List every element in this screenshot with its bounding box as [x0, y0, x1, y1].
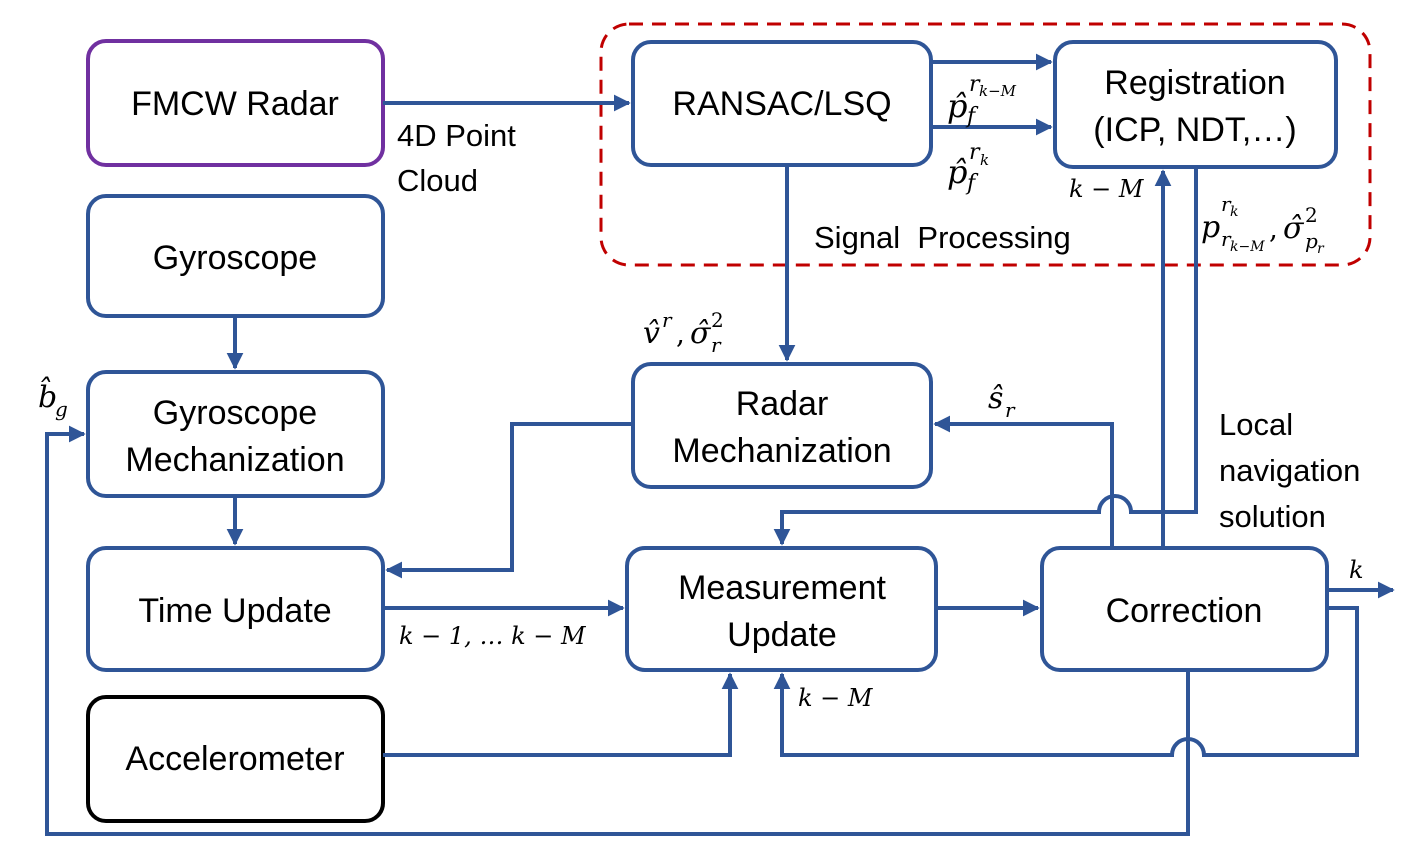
- registration-input-index-label: k − M: [1069, 175, 1145, 203]
- arrow-bias-feedback-to-gyro-mech: [45, 425, 1190, 836]
- meas-index-label: k − M: [798, 684, 874, 712]
- comma-symbol: ,: [1269, 212, 1278, 245]
- k-superscript-sub: k: [1230, 204, 1238, 220]
- ransac-lsq-label: RANSAC/LSQ: [672, 85, 891, 123]
- measurement-update-box: Measurement Update: [625, 546, 938, 672]
- signal-processing-region: [599, 22, 1372, 267]
- registration-label-line2: (ICP, NDT,…): [1093, 111, 1296, 149]
- fmcw-radar-label: FMCW Radar: [131, 85, 339, 123]
- p-symbol: p: [1201, 210, 1220, 245]
- b-hat-symbol: b̂: [38, 376, 57, 415]
- meas-update-label-line2: Update: [727, 616, 837, 654]
- s-subscript: r: [1005, 398, 1016, 422]
- r-subscript: r: [1221, 227, 1232, 251]
- arrow-registration-to-meas-update: [773, 167, 1198, 546]
- f-subscript-2: f: [965, 171, 979, 196]
- p-hat-symbol: p̂: [947, 87, 967, 125]
- arrow-correction-to-radar-mech: [933, 415, 1114, 548]
- p-r-subscript-p: p: [1305, 229, 1318, 253]
- registration-box: Registration (ICP, NDT,…): [1053, 40, 1338, 169]
- gyroscope-mechanization-box: Gyroscope Mechanization: [86, 370, 385, 498]
- squared-symbol-2: 2: [711, 308, 724, 332]
- arrow-radar-mech-to-time-update: [385, 422, 633, 579]
- correction-label: Correction: [1106, 592, 1263, 630]
- squared-symbol: 2: [1305, 203, 1318, 227]
- p-hat-f-r-k-minus-m-label: p̂ f r k−M: [947, 72, 1017, 129]
- r-superscript: r: [969, 72, 981, 97]
- sigma-hat-symbol: σ̂: [1283, 211, 1305, 246]
- accelerometer-label: Accelerometer: [125, 740, 344, 778]
- sigma-hat-symbol-2: σ̂: [690, 316, 712, 351]
- time-update-label: Time Update: [138, 592, 331, 630]
- time-indices-label: k − 1, … k − M: [399, 622, 587, 650]
- output-k-label: k: [1349, 556, 1364, 584]
- local-navigation-label-line2: navigation: [1219, 453, 1360, 488]
- s-hat-symbol: ŝ: [988, 381, 1003, 416]
- registration-output-label: p r k r k−M , σ̂ 2 p r: [1201, 192, 1325, 257]
- gyro-mech-label-line2: Mechanization: [125, 441, 344, 479]
- gyro-bias-label: b̂ g: [38, 376, 68, 421]
- correction-box: Correction: [1040, 546, 1329, 672]
- local-navigation-label-line3: solution: [1219, 499, 1326, 534]
- gyroscope-box: Gyroscope: [86, 194, 385, 318]
- ransac-lsq-box: RANSAC/LSQ: [631, 40, 933, 167]
- sigma-r-subscript: r: [711, 333, 722, 357]
- arrow-accelerometer-to-meas-update: [383, 672, 739, 757]
- radar-mech-label-line1: Radar: [736, 385, 829, 423]
- p-r-subscript-r: r: [1317, 241, 1325, 257]
- radar-mechanization-box: Radar Mechanization: [631, 362, 933, 489]
- local-navigation-label-line1: Local: [1219, 407, 1293, 442]
- k-minus-m-subscript-2: k−M: [1230, 239, 1265, 255]
- fmcw-radar-box: FMCW Radar: [86, 39, 385, 167]
- r-superscript-2: r: [969, 140, 981, 165]
- g-subscript: g: [55, 397, 68, 421]
- point-cloud-label-line1: 4D Point: [397, 118, 516, 153]
- k-subscript: k: [980, 151, 989, 169]
- point-cloud-label-line2: Cloud: [397, 163, 478, 198]
- k-minus-m-subscript: k−M: [979, 82, 1017, 100]
- r-superscript-3: r: [1221, 192, 1232, 216]
- accelerometer-box: Accelerometer: [86, 695, 385, 823]
- p-hat-symbol-2: p̂: [947, 153, 967, 191]
- gyroscope-label: Gyroscope: [153, 239, 317, 277]
- gyro-mech-label-line1: Gyroscope: [153, 394, 317, 432]
- time-update-box: Time Update: [86, 546, 385, 672]
- p-hat-f-r-k-label: p̂ f r k: [947, 140, 989, 196]
- comma-symbol-2: ,: [676, 317, 685, 350]
- radar-mech-label-line2: Mechanization: [672, 432, 891, 470]
- v-hat-symbol: v̂: [643, 316, 660, 351]
- s-hat-r-label: ŝ r: [988, 381, 1016, 422]
- velocity-variance-label: v̂ r , σ̂ 2 r: [643, 308, 724, 357]
- r-superscript-4: r: [662, 308, 673, 332]
- signal-processing-label: Signal Processing: [814, 220, 1071, 255]
- registration-label-line1: Registration: [1104, 64, 1285, 102]
- meas-update-label-line1: Measurement: [678, 569, 886, 607]
- arrow-correction-to-meas-update-lagged: [773, 606, 1359, 757]
